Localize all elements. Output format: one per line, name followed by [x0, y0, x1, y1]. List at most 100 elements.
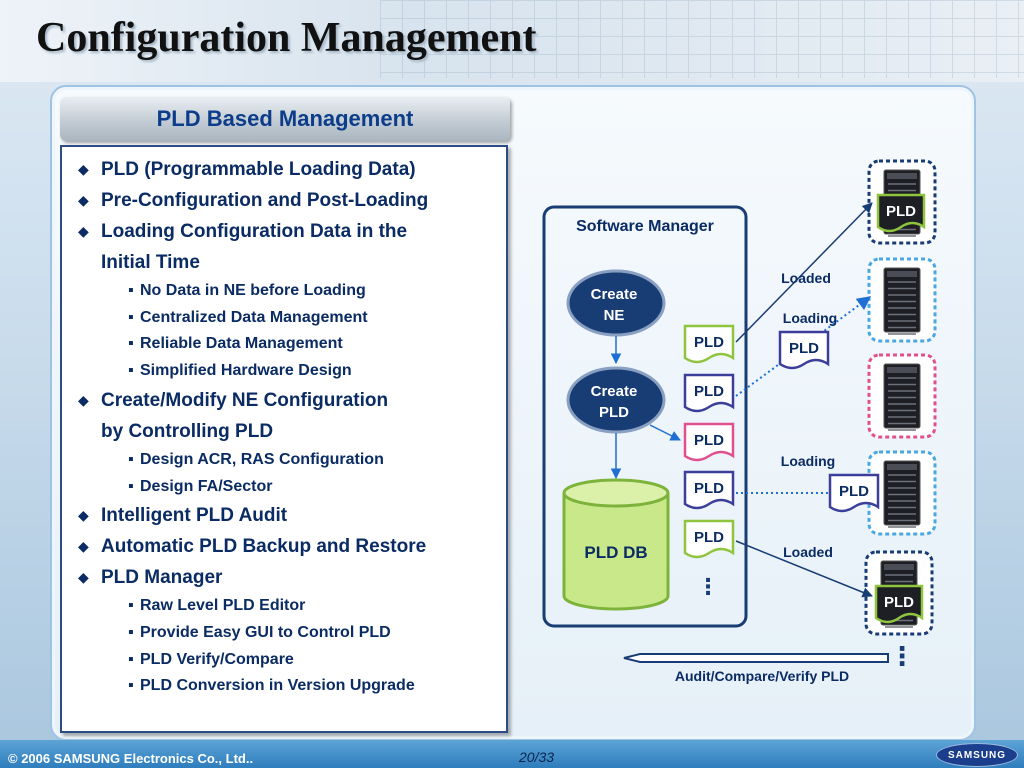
pld-label: PLD	[694, 529, 724, 546]
server-body	[883, 267, 921, 333]
server-top	[887, 464, 917, 470]
pld-label: PLD	[789, 340, 819, 357]
bullet-item: PLD Manager	[78, 562, 503, 593]
sub-bullet-text: Provide Easy GUI to Control PLD	[140, 623, 391, 641]
pld-doc-2: PLD	[683, 373, 735, 413]
server-top	[887, 271, 917, 277]
page-number: 20/33	[519, 749, 555, 765]
pld-label: PLD	[694, 383, 724, 400]
loading-label-bottom: Loading	[781, 453, 835, 469]
pld-document-shape	[683, 470, 735, 510]
bullet-continuation: by Controlling PLD	[101, 420, 274, 442]
pld-db-cylinder	[562, 478, 670, 611]
create-ne-label-line1: Create	[591, 286, 638, 303]
header-banner	[0, 0, 1024, 82]
bullet-continuation: Initial Time	[101, 252, 200, 273]
ellipsis-vertical-outer: ⋮	[889, 641, 915, 671]
sub-bullet-text: No Data in NE before Loading	[140, 282, 366, 299]
arrow-pld-to-doc	[649, 424, 681, 441]
bullet-item: Create/Modify NE Configuration	[78, 385, 503, 416]
audit-label: Audit/Compare/Verify PLD	[675, 668, 849, 684]
section-header: PLD Based Management	[60, 97, 510, 141]
loaded-label-top: Loaded	[781, 270, 831, 286]
server-top	[887, 367, 917, 373]
footer-bar	[0, 740, 1024, 768]
pld-doc-1: PLD	[683, 324, 735, 364]
server-icon	[883, 363, 921, 431]
loading-label-top: Loading	[783, 310, 837, 326]
loaded-arrow-top	[735, 202, 873, 343]
bullet-item: Loading Configuration Data in the	[78, 216, 503, 247]
server-icon	[883, 267, 921, 335]
sub-bullet-item: Provide Easy GUI to Control PLD	[78, 620, 503, 647]
sub-bullet-item: Reliable Data Management	[78, 331, 503, 358]
pld-label: PLD	[694, 334, 724, 351]
pld-document-shape	[828, 473, 880, 513]
pld-label: PLD	[886, 203, 916, 220]
create-ne-label-line2: NE	[604, 307, 625, 324]
server-body	[883, 363, 921, 429]
pld-on-ne-5: PLD	[874, 584, 924, 624]
pld-document-shape	[683, 324, 735, 364]
page-title: Configuration Management	[36, 15, 537, 61]
pld-in-transit-1: PLD	[778, 330, 830, 370]
bullet-list: PLD (Programmable Loading Data)Pre-Confi…	[78, 154, 503, 700]
sub-bullet-text: Centralized Data Management	[140, 308, 368, 326]
sub-bullet-item: Design FA/Sector	[78, 474, 503, 501]
cylinder-body	[562, 493, 670, 611]
software-manager-box	[542, 205, 748, 628]
pld-document-shape	[683, 373, 735, 413]
server-body	[883, 460, 921, 526]
bullet-item: Intelligent PLD Audit	[78, 500, 503, 531]
pld-document-shape	[778, 330, 830, 370]
create-pld-label-line2: PLD	[599, 404, 629, 421]
sub-bullet-item: Centralized Data Management	[78, 305, 503, 332]
sub-bullet-item: Raw Level PLD Editor	[78, 593, 503, 620]
sub-bullet-text: Design FA/Sector	[140, 477, 273, 495]
pld-document-shape	[874, 584, 924, 624]
pld-doc-5: PLD	[683, 519, 735, 559]
bullet-item: Automatic PLD Backup and Restore	[78, 531, 503, 562]
server-top	[884, 564, 914, 570]
bullet-item: Pre-Configuration and Post-Loading	[78, 185, 503, 216]
sub-bullet-item: PLD Verify/Compare	[78, 647, 503, 674]
pld-label: PLD	[884, 594, 914, 611]
pld-doc-3: PLD	[683, 422, 735, 462]
sub-bullet-text: Reliable Data Management	[140, 335, 343, 353]
sub-bullet-text: PLD Verify/Compare	[140, 650, 294, 668]
ellipsis-vertical-inner: ⋮	[697, 574, 719, 599]
sub-bullet-item: No Data in NE before Loading	[78, 278, 503, 305]
server-icon	[883, 460, 921, 528]
pld-label: PLD	[694, 432, 724, 449]
loaded-label-bottom: Loaded	[783, 544, 833, 560]
copyright-text: © 2006 SAMSUNG Electronics Co., Ltd..	[8, 751, 254, 766]
cylinder-top	[562, 478, 670, 508]
sub-bullet-item: Design ACR, RAS Configuration	[78, 447, 503, 474]
create-ne-node	[566, 269, 666, 337]
server-top	[887, 173, 917, 179]
pld-doc-4: PLD	[683, 470, 735, 510]
pld-document-shape	[683, 422, 735, 462]
pld-db-label: PLD DB	[584, 543, 647, 562]
pld-document-shape	[876, 193, 926, 233]
pld-label: PLD	[839, 483, 869, 500]
create-pld-node	[566, 366, 666, 434]
create-pld-label-line1: Create	[591, 383, 638, 400]
pld-document-shape	[683, 519, 735, 559]
loaded-arrow-bottom	[735, 540, 873, 598]
bullet-item: PLD (Programmable Loading Data)	[78, 154, 503, 185]
software-manager-label: Software Manager	[576, 218, 714, 235]
sub-bullet-item: PLD Conversion in Version Upgrade	[78, 673, 503, 700]
header-grid-decoration	[380, 0, 1024, 78]
sub-bullet-text: Design ACR, RAS Configuration	[140, 450, 384, 468]
samsung-logo: SAMSUNG	[936, 743, 1018, 767]
sub-bullet-item: Simplified Hardware Design	[78, 358, 503, 385]
pld-in-transit-2: PLD	[828, 473, 880, 513]
sub-bullet-text: Raw Level PLD Editor	[140, 597, 306, 615]
audit-arrow	[623, 653, 889, 663]
sub-bullet-text: PLD Conversion in Version Upgrade	[140, 677, 415, 695]
pld-on-ne-1: PLD	[876, 193, 926, 233]
sub-bullet-text: Simplified Hardware Design	[140, 362, 352, 380]
pld-label: PLD	[694, 480, 724, 497]
